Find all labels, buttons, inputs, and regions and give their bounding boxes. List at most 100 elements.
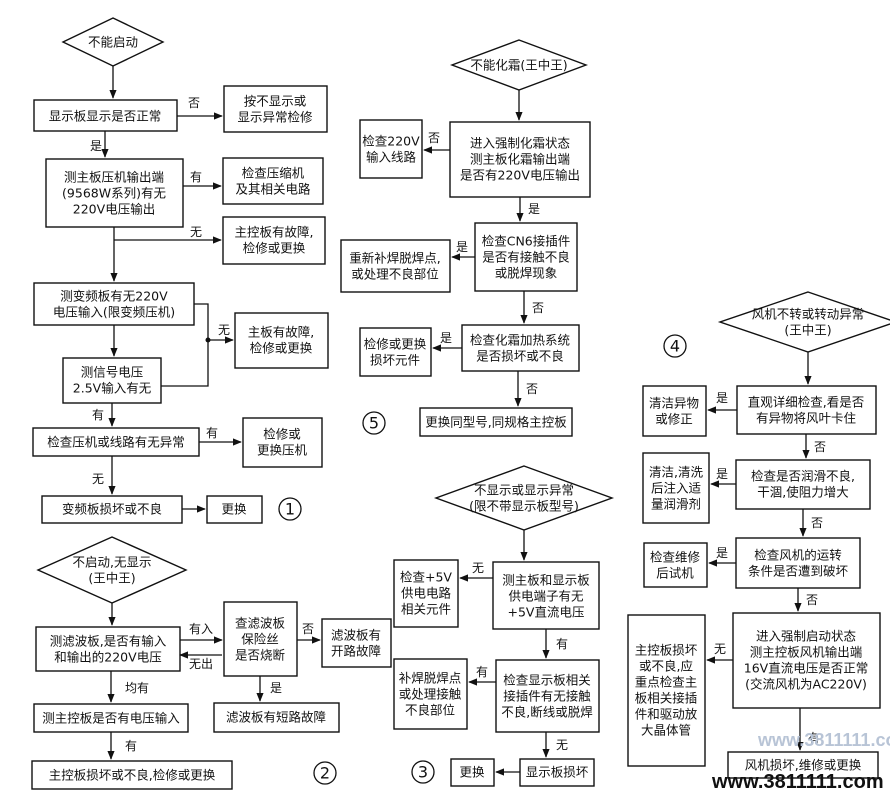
b4g-line: (交流风机为AC220V) — [745, 677, 867, 692]
b1b-box — [223, 85, 328, 133]
b3f-line: 更换 — [459, 765, 485, 780]
b1j-line: 检修或 — [263, 427, 301, 442]
b3f-box — [450, 758, 495, 787]
b4i-box — [727, 751, 879, 779]
b3b-line: 检查+5V — [400, 570, 452, 585]
label-has-input: 有入 — [189, 622, 213, 636]
b4g-line: 16V直流电压是否正常 — [744, 661, 868, 676]
b1a-line: 显示板显示是否正常 — [49, 109, 162, 124]
b1k-text: 变频板损坏或不良 — [62, 502, 162, 517]
b2f-text: 主控板损坏或不良,检修或更换 — [49, 768, 216, 783]
label-none: 无 — [218, 323, 230, 337]
b4f-line: 后试机 — [656, 566, 694, 581]
b1g-box — [234, 312, 329, 369]
b2b-line: 保险丝 — [241, 632, 279, 647]
b4b-line: 或修正 — [655, 412, 693, 427]
b4h-line: 重点检查主 — [635, 675, 698, 690]
b1e-text: 主控板有故障,检修或更换 — [235, 225, 314, 256]
b1l-text: 更换 — [221, 502, 247, 517]
b3c-line: 接插件有无接触 — [503, 689, 591, 704]
label-have: 有 — [206, 426, 218, 440]
b2c-line: 滤波板有 — [331, 628, 381, 643]
b3a-line: 供电端子有无 — [508, 589, 583, 604]
b4e-line: 检查风机的运转 — [754, 548, 842, 563]
b2d-line: 滤波板有短路故障 — [226, 710, 326, 725]
b3f-text: 更换 — [459, 765, 485, 780]
b3e-box — [519, 758, 595, 787]
d1-line: 不能启动 — [88, 35, 138, 50]
label-none: 无 — [190, 225, 202, 239]
watermark: www.3811111.com — [711, 771, 884, 793]
b3c-line: 检查显示板相关 — [503, 673, 591, 688]
b5d-line: 或处理不良部位 — [351, 267, 439, 282]
b1e-line: 检修或更换 — [243, 241, 306, 256]
b3d-line: 不良部位 — [405, 703, 455, 718]
b5a-text: 进入强制化霜状态测主板化霜输出端是否有220V电压输出 — [460, 136, 580, 183]
b2a-line: 测滤波板,是否有输入 — [50, 634, 167, 649]
b1e-line: 主控板有故障, — [235, 225, 314, 240]
b4h-text: 主控板损坏或不良,应重点检查主板相关接插件和驱动放大晶体管 — [635, 643, 698, 738]
label-none: 无 — [714, 642, 726, 656]
d5-text: 不能化霜(王中王) — [470, 58, 567, 73]
b2c-text: 滤波板有开路故障 — [331, 628, 381, 659]
label-have: 有 — [476, 665, 488, 679]
label-yes: 是 — [440, 331, 452, 345]
b3b-line: 相关元件 — [401, 602, 451, 617]
b1j-text: 检修或更换压机 — [257, 427, 308, 458]
label-no: 否 — [532, 301, 544, 315]
b5f-line: 检修或更换 — [364, 337, 427, 352]
b3a-text: 测主板和显示板供电端子有无+5V直流电压 — [502, 573, 590, 620]
b3e-text: 显示板损坏 — [526, 765, 589, 780]
b2b-line: 是否烧断 — [235, 648, 285, 663]
b5b-box — [359, 119, 423, 179]
b1d-line: 及其相关电路 — [235, 182, 311, 197]
b1f-line: 电压输入(限变频压机) — [53, 305, 175, 320]
b5d-box — [340, 239, 451, 293]
b4i-text: 风机损坏,维修或更换 — [745, 758, 862, 773]
b1g-line: 主板有故障, — [248, 325, 314, 340]
b3a-line: 测主板和显示板 — [502, 573, 590, 588]
b2f-box — [31, 760, 233, 790]
b5f-line: 损坏元件 — [370, 353, 420, 368]
label-no: 否 — [302, 622, 314, 636]
flow-2-number: 2 — [320, 764, 330, 783]
b5f-box — [359, 327, 432, 377]
b3e-line: 显示板损坏 — [526, 765, 589, 780]
b4a-line: 直观详细检查,看是否 — [748, 395, 864, 410]
d2-line: 不启动,无显示 — [73, 555, 152, 570]
b1h-line: 测信号电压 — [81, 365, 144, 380]
b3d-line: 或处理接触 — [399, 687, 462, 702]
b3c-line: 不良,断线或脱焊 — [501, 705, 592, 720]
b5f-text: 检修或更换损坏元件 — [364, 337, 427, 368]
d3-line: (限不带显示板型号) — [469, 499, 579, 514]
label-none: 无 — [92, 472, 104, 486]
b1j-line: 更换压机 — [257, 443, 308, 458]
b2b-line: 查滤波板 — [235, 616, 286, 631]
b1f-line: 测变频板有无220V — [60, 289, 168, 304]
b4e-box — [735, 537, 861, 589]
b2d-text: 滤波板有短路故障 — [226, 710, 326, 725]
flow-2-number-circle — [313, 761, 337, 785]
flow-5-number-circle — [362, 411, 386, 435]
label-yes: 是 — [716, 391, 728, 405]
b4h-box — [627, 614, 706, 767]
flow-3-number-circle — [411, 760, 435, 784]
b4h-line: 板相关接插 — [635, 691, 698, 706]
b2e-text: 测主控板是否有电压输入 — [42, 711, 180, 726]
label-yes: 是 — [270, 681, 282, 695]
d4-line: (王中王) — [784, 323, 831, 338]
b5c-line: 或脱焊现象 — [495, 266, 558, 281]
b3d-box — [393, 658, 468, 730]
b1d-box — [222, 157, 324, 205]
b1b-line: 按不显示或 — [244, 94, 307, 109]
label-have: 有 — [125, 739, 137, 753]
label-have: 有 — [808, 731, 820, 745]
b4c-box — [735, 459, 871, 510]
b2e-line: 测主控板是否有电压输入 — [42, 711, 180, 726]
b4e-line: 条件是否遭到破坏 — [748, 564, 849, 579]
d1-text: 不能启动 — [88, 35, 138, 50]
